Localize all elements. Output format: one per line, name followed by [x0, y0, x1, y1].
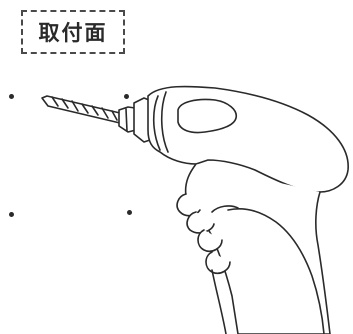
marker-dot-top-left — [9, 94, 14, 99]
drill-body — [147, 85, 349, 193]
mounting-surface-label-text: 取付面 — [38, 21, 108, 45]
gripping-hand — [176, 193, 325, 334]
drill-chuck — [118, 97, 151, 143]
drill-bit — [41, 95, 121, 124]
marker-dot-bottom-left — [9, 212, 14, 217]
mounting-surface-label: 取付面 — [21, 10, 125, 54]
marker-dot-bottom-right — [127, 210, 132, 215]
marker-dot-top-right — [124, 94, 129, 99]
